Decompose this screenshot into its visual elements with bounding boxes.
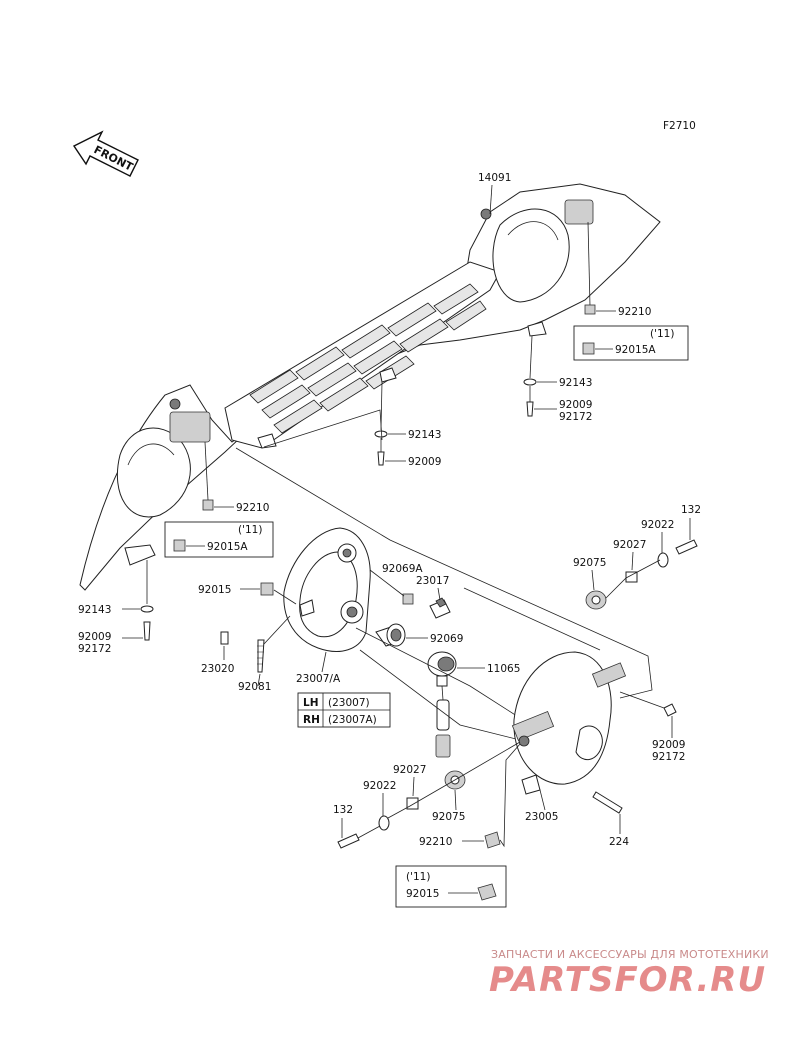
variant-rh-side: RH	[303, 714, 320, 726]
callout-11-top: ('11)	[650, 328, 674, 340]
callout-92143-a: 92143	[559, 377, 592, 389]
callout-23020: 23020	[201, 663, 234, 675]
headlight-cover-14091	[79, 183, 661, 591]
callout-132-right: 132	[681, 504, 701, 516]
callout-23017: 23017	[416, 575, 449, 587]
callout-92022-right: 92022	[641, 519, 674, 531]
callout-92015-low: 92015	[406, 888, 439, 900]
headlight-housing-23005	[511, 651, 627, 795]
bulb-92069	[375, 623, 406, 647]
callout-11-low: ('11)	[406, 871, 430, 883]
variant-rh-part: (23007A)	[328, 714, 377, 726]
callout-92210-top: 92210	[618, 306, 651, 318]
callout-92015A-top: 92015A	[615, 344, 656, 356]
bulb-92069A	[402, 593, 414, 605]
figure-code: F2710	[663, 120, 696, 132]
callout-132-low: 132	[333, 804, 353, 816]
callout-92015: 92015	[198, 584, 231, 596]
headlight-unit-23007	[283, 527, 371, 652]
watermark-logo: PARTSFOR.RU	[489, 960, 767, 1000]
callout-92143-b: 92143	[408, 429, 441, 441]
callout-92172-left: 92172	[78, 643, 111, 655]
callout-92027-low: 92027	[393, 764, 426, 776]
callout-92081: 92081	[238, 681, 271, 693]
callout-92143-left: 92143	[78, 604, 111, 616]
callout-224: 224	[609, 836, 629, 848]
callout-92009-a: 92009	[559, 399, 592, 411]
front-arrow-icon: FRONT	[72, 130, 139, 177]
callout-23007A: 23007/A	[296, 673, 341, 685]
callout-92009-b: 92009	[408, 456, 441, 468]
variant-lh-part: (23007)	[328, 697, 370, 709]
callout-14091: 14091	[478, 172, 511, 184]
variant-lh-side: LH	[303, 697, 318, 709]
callout-92210-low: 92210	[419, 836, 452, 848]
harness-11065	[427, 651, 457, 758]
callout-92075-low: 92075	[432, 811, 465, 823]
callout-11065: 11065	[487, 663, 520, 675]
callout-92172-a: 92172	[559, 411, 592, 423]
callout-92210-left: 92210	[236, 502, 269, 514]
callout-92172-right: 92172	[652, 751, 685, 763]
watermark-tagline: ЗАПЧАСТИ И АКСЕССУАРЫ ДЛЯ МОТОТЕХНИКИ	[491, 948, 769, 961]
callout-92009-left: 92009	[78, 631, 111, 643]
callout-92015A-left: 92015A	[207, 541, 248, 553]
callout-92075-right: 92075	[573, 557, 606, 569]
callout-23005: 23005	[525, 811, 558, 823]
callout-92069: 92069	[430, 633, 463, 645]
callout-92022-low: 92022	[363, 780, 396, 792]
callout-92009-right: 92009	[652, 739, 685, 751]
callout-11-left: ('11)	[238, 524, 262, 536]
callout-92027-right: 92027	[613, 539, 646, 551]
callout-92069A: 92069A	[382, 563, 423, 575]
